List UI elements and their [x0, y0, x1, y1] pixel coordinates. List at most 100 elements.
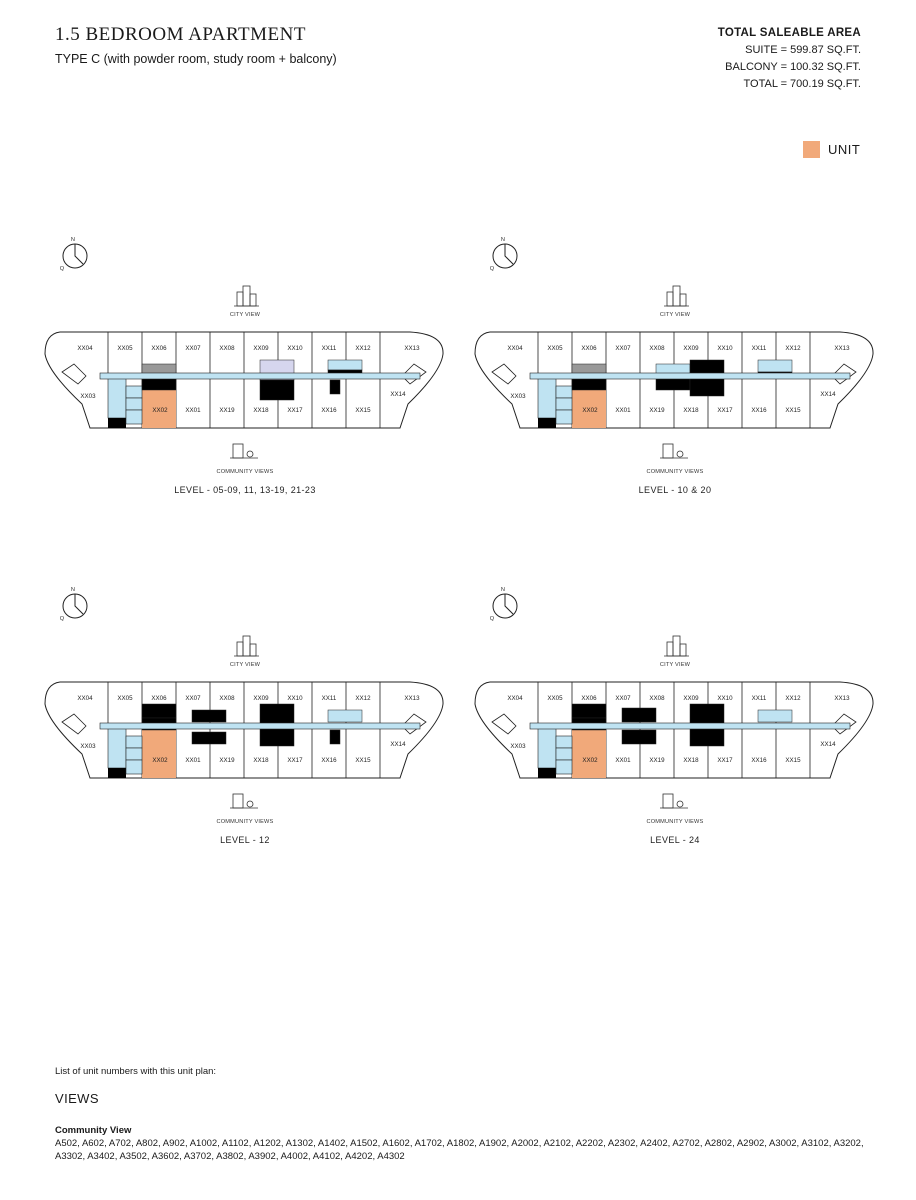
building-outline [679, 293, 687, 307]
compass-north-label: N [501, 587, 505, 593]
unit-label-bottom: XX16 [321, 757, 337, 764]
highlighted-unit [572, 730, 606, 778]
community-views-label: COMMUNITY VIEWS [217, 469, 274, 475]
unit-label-bottom: XX14 [390, 741, 406, 748]
core-lift [125, 409, 143, 425]
core-block [621, 707, 657, 723]
core-block [141, 377, 177, 391]
core-lift [125, 747, 143, 761]
unit-label-top: XX05 [117, 345, 133, 352]
unit-label-bottom: XX01 [185, 407, 201, 414]
city-view-label: CITY VIEW [230, 312, 261, 318]
area-balcony: BALCONY = 100.32 SQ.FT. [725, 61, 861, 73]
tree-outline [246, 450, 254, 458]
corridor [529, 372, 851, 380]
city-view-icon [234, 285, 259, 307]
unit-label-bottom: XX18 [253, 407, 269, 414]
unit-label-bottom: XX01 [615, 757, 631, 764]
compass-q-label: Q [490, 616, 495, 622]
unit-label-top: XX06 [581, 345, 597, 352]
unit-label-top: XX12 [785, 695, 801, 702]
level-caption: LEVEL - 10 & 20 [639, 485, 712, 495]
core-lift [125, 385, 143, 399]
stair-left [491, 713, 517, 735]
city-view-icon [234, 635, 259, 657]
city-view-label: CITY VIEW [660, 662, 691, 668]
compass-north-label: N [71, 237, 75, 243]
building-outline [666, 641, 674, 657]
unit-label-top: XX08 [649, 345, 665, 352]
unit-label-top: XX04 [77, 695, 93, 702]
unit-label-top: XX06 [151, 695, 167, 702]
unit-label-top: XX13 [404, 695, 420, 702]
core-shaft [107, 727, 127, 769]
unit-label-bottom: XX16 [321, 407, 337, 414]
unit-label-top: XX09 [683, 695, 699, 702]
area-heading: TOTAL SALEABLE AREA [717, 27, 861, 39]
stair-right [401, 713, 427, 735]
core-block [571, 377, 607, 391]
city-view-icon [664, 635, 689, 657]
core-block [191, 731, 227, 745]
unit-label-top: XX05 [547, 345, 563, 352]
level-caption: LEVEL - 12 [220, 835, 270, 845]
unit-label-top: XX07 [615, 695, 631, 702]
core-block [538, 418, 556, 428]
unit-label-bottom: XX17 [717, 407, 733, 414]
unit-label-bottom: XX03 [80, 743, 96, 750]
unit-label-top: XX04 [507, 345, 523, 352]
unit-legend-label: UNIT [828, 142, 861, 158]
page-subtitle: TYPE C (with powder room, study room + b… [55, 52, 337, 66]
community-view-icon [660, 443, 688, 459]
compass-q-label: Q [60, 266, 65, 272]
building-outline [242, 635, 251, 657]
city-view-label: CITY VIEW [660, 312, 691, 318]
unit-label-bottom: XX14 [820, 741, 836, 748]
building-outline [242, 285, 251, 307]
core-block [757, 709, 793, 723]
core-lift [555, 385, 573, 399]
unit-label-top: XX04 [77, 345, 93, 352]
unit-label-bottom: XX18 [253, 757, 269, 764]
stair-right [401, 363, 427, 385]
building-outline [236, 641, 244, 657]
unit-label-bottom: XX03 [510, 743, 526, 750]
compass-q-label: Q [490, 266, 495, 272]
unit-label-bottom: XX16 [751, 757, 767, 764]
core-block [538, 768, 556, 778]
core-block [141, 703, 177, 719]
unit-label-top: XX10 [717, 695, 733, 702]
area-suite: SUITE = 599.87 SQ.FT. [745, 44, 861, 56]
compass-needle [74, 594, 84, 615]
city-view-icon [664, 285, 689, 307]
unit-label-bottom: XX17 [287, 407, 303, 414]
unit-label-bottom: XX19 [219, 757, 235, 764]
unit-label-bottom: XX16 [751, 407, 767, 414]
unit-label-top: XX07 [185, 345, 201, 352]
core-block [329, 379, 341, 395]
core-block [108, 418, 126, 428]
unit-label-bottom: XX19 [649, 407, 665, 414]
unit-label-top: XX13 [834, 695, 850, 702]
unit-label-bottom: XX02 [582, 757, 598, 764]
city-view-label: CITY VIEW [230, 662, 261, 668]
unit-label-bottom: XX02 [152, 757, 168, 764]
unit-label-top: XX10 [287, 695, 303, 702]
unit-label-top: XX07 [615, 345, 631, 352]
community-views-label: COMMUNITY VIEWS [647, 819, 704, 825]
stair-left [61, 713, 87, 735]
building-outline [232, 443, 244, 459]
unit-label-bottom: XX14 [390, 391, 406, 398]
building-outline [236, 291, 244, 307]
unit-label-top: XX10 [287, 345, 303, 352]
corridor [529, 722, 851, 730]
stair-right [831, 713, 857, 735]
unit-label-top: XX07 [185, 695, 201, 702]
unit-label-bottom: XX15 [785, 407, 801, 414]
